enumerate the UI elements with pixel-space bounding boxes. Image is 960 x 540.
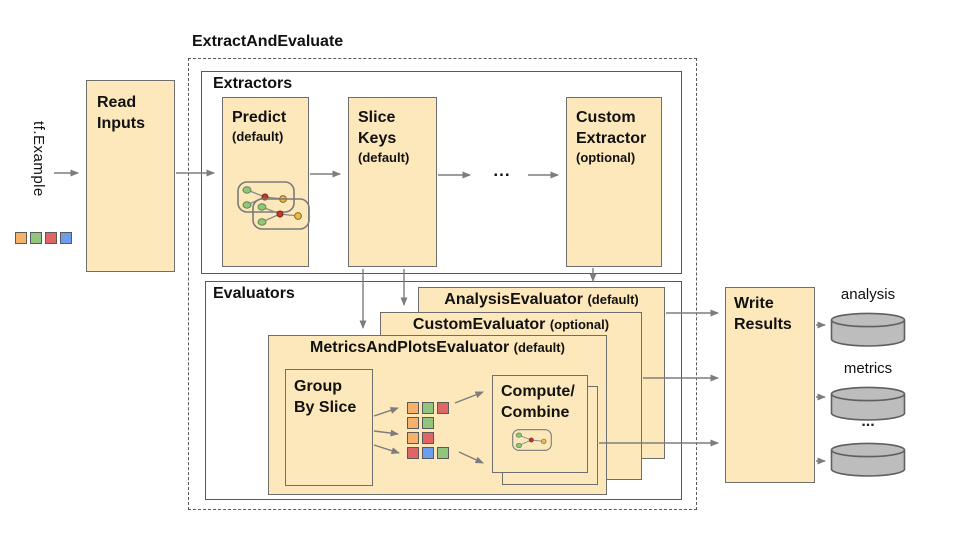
other-database-cylinder-icon <box>830 442 906 483</box>
compute-combine-node: Compute/ Combine <box>492 375 588 473</box>
combine-model-graph-icon <box>512 429 552 456</box>
data-square-red <box>437 402 449 414</box>
evaluators-container: Evaluators <box>205 281 682 500</box>
metrics-evaluator-label: MetricsAndPlotsEvaluator <box>310 339 510 356</box>
outputs-ellipsis: ... <box>861 413 875 430</box>
group-by-slice-label-line2: By Slice <box>294 399 357 416</box>
custom-evaluator-qualifier: (optional) <box>549 317 610 332</box>
data-square-red <box>422 432 434 444</box>
evaluators-section-label: Evaluators <box>213 285 295 302</box>
slice-row <box>407 402 449 414</box>
data-square-green <box>437 447 449 459</box>
data-square-green <box>30 232 42 244</box>
data-square-orange <box>407 432 419 444</box>
input-examples-squares <box>15 232 72 244</box>
custom-extractor-label-line2: Extractor <box>576 130 647 147</box>
slice-row <box>407 447 449 459</box>
compute-combine-label-line2: Combine <box>501 404 570 421</box>
slice-keys-label-line1: Slice <box>358 109 396 126</box>
custom-extractor-node: Custom Extractor (optional) <box>566 97 662 267</box>
slice-row <box>407 417 449 429</box>
data-square-green <box>422 417 434 429</box>
data-square-green <box>422 402 434 414</box>
metrics-output-label: metrics <box>843 360 893 377</box>
extractor-ellipsis: ... <box>493 161 511 180</box>
custom-evaluator-label: CustomEvaluator <box>412 316 546 333</box>
slice-row <box>407 432 449 444</box>
data-square-red <box>407 447 419 459</box>
sliced-data-squares <box>407 402 449 459</box>
write-results-node: Write Results <box>725 287 815 483</box>
custom-extractor-qualifier: (optional) <box>576 150 636 165</box>
write-results-label-line1: Write <box>734 295 774 312</box>
compute-combine-label-line1: Compute/ <box>501 383 575 400</box>
extract-and-evaluate-container <box>188 58 697 510</box>
write-results-label-line2: Results <box>734 316 792 333</box>
read-inputs-label-line2: Inputs <box>97 115 145 132</box>
analysis-database-cylinder-icon <box>830 312 906 353</box>
data-square-orange <box>407 417 419 429</box>
read-inputs-node: Read Inputs <box>86 80 175 272</box>
read-inputs-label-line1: Read <box>97 94 137 111</box>
group-by-slice-node: Group By Slice <box>285 369 373 486</box>
predict-label: Predict <box>232 109 287 126</box>
group-by-slice-label-line1: Group <box>294 378 342 395</box>
analysis-evaluator-qualifier: (default) <box>587 292 639 307</box>
analysis-output-label: analysis <box>840 286 896 303</box>
slice-keys-extractor-node: Slice Keys (default) <box>348 97 437 267</box>
input-format-label: tf.Example <box>30 121 47 197</box>
slice-keys-qualifier: (default) <box>358 150 410 165</box>
data-square-red <box>45 232 57 244</box>
custom-extractor-label-line1: Custom <box>576 109 636 126</box>
slice-keys-label-line2: Keys <box>358 130 397 147</box>
metrics-evaluator-qualifier: (default) <box>513 340 565 355</box>
data-square-blue <box>60 232 72 244</box>
metrics-database-cylinder-icon <box>830 386 906 427</box>
extractors-section-label: Extractors <box>213 75 293 92</box>
analysis-evaluator-label: AnalysisEvaluator <box>444 291 583 308</box>
model-graph-icon <box>236 180 312 237</box>
predict-qualifier: (default) <box>232 129 284 144</box>
diagram-title: ExtractAndEvaluate <box>192 33 344 50</box>
data-square-orange <box>407 402 419 414</box>
data-square-orange <box>15 232 27 244</box>
data-square-blue <box>422 447 434 459</box>
